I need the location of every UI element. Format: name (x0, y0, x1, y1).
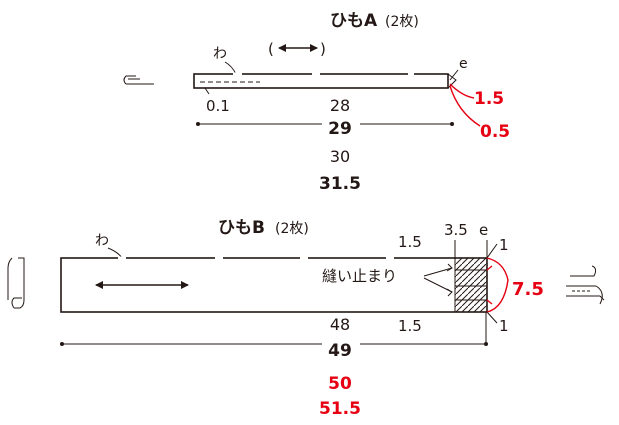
strap-b-corner-top: 1 (499, 236, 509, 254)
strap-b-fold-label: わ (95, 233, 109, 249)
strap-a-strip (193, 73, 449, 89)
grain-paren-open: ( (268, 40, 274, 58)
strap-b-fold-icon (566, 265, 605, 305)
strap-b-section-icon (7, 257, 25, 309)
strap-b-stitch-width: 3.5 (444, 221, 468, 239)
strap-b-end-top: 1.5 (398, 233, 422, 251)
strap-a-inner-margin: 0.1 (206, 97, 230, 115)
strap-a-seam-symbol: e (459, 56, 468, 72)
strap-b-height-value: 7.5 (512, 279, 544, 300)
strap-a-section: ひもA (2枚) ( ) わ e 1.5 0.5 (123, 11, 510, 194)
strap-b-length-2: 49 (328, 341, 352, 361)
strap-b-seam-symbol: e (479, 221, 488, 239)
strap-b-length-1: 48 (330, 315, 350, 334)
strap-a-title: ひもA (330, 11, 378, 31)
strap-a-length-4: 31.5 (319, 174, 361, 194)
strap-a-offset-value: 0.5 (480, 122, 510, 142)
strap-a-seam-value: 1.5 (474, 89, 504, 109)
strap-b-height-bracket (486, 257, 509, 313)
strap-a-callout-line-1 (449, 83, 475, 99)
strap-b-end-bottom: 1.5 (398, 317, 422, 335)
grain-paren-close: ) (320, 40, 326, 58)
strap-b-length-3: 50 (328, 374, 352, 394)
strap-b-corner-bottom: 1 (499, 317, 509, 335)
strap-a-section-icon (123, 75, 154, 85)
strap-b-stitch-area (454, 257, 488, 313)
stitch-leader (423, 267, 453, 293)
strap-a-fold-label: わ (213, 46, 227, 62)
strap-b-section: ひもB (2枚) わ 縫い止まり 1.5 1.5 3.5 e 1 1 (7, 218, 605, 419)
strap-b-count: (2枚) (275, 221, 309, 237)
strap-a-length-1: 28 (330, 96, 350, 115)
fold-leader-a (224, 61, 237, 75)
strap-b-length-4: 51.5 (319, 399, 361, 419)
strap-a-count: (2枚) (385, 14, 419, 30)
strap-b-stitch-label: 縫い止まり (322, 267, 397, 285)
strap-b-title: ひもB (218, 218, 265, 238)
strap-a-length-3: 30 (330, 147, 350, 166)
strap-a-length-2: 29 (328, 119, 352, 139)
strap-a-callout-line-2 (449, 85, 481, 127)
